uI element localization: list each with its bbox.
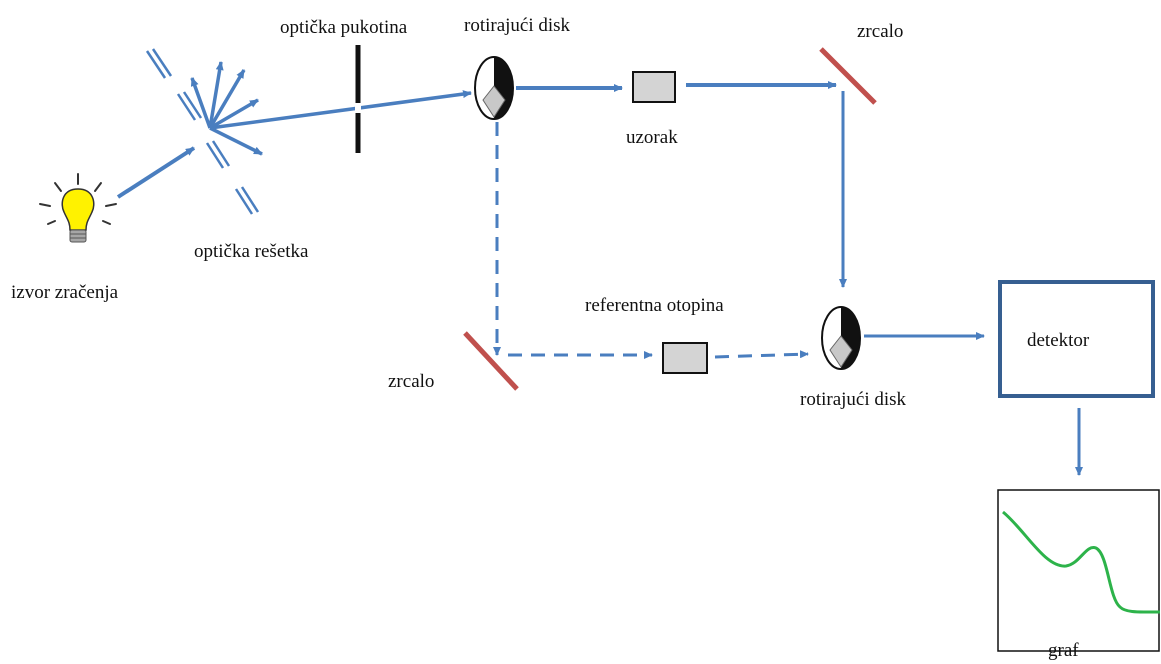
label-sample: uzorak (626, 127, 678, 148)
mirror-top (819, 47, 877, 105)
label-graph: graf (1048, 640, 1079, 661)
label-mirror-top: zrcalo (857, 21, 904, 42)
graph-curve (1002, 510, 1161, 614)
label-slit: optička pukotina (280, 17, 408, 38)
label-grating: optička rešetka (194, 241, 309, 262)
sample-cuvette (632, 71, 676, 103)
label-reference: referentna otopina (585, 295, 724, 316)
reference-beam-to-chopper (714, 350, 809, 359)
label-source: izvor zračenja (11, 282, 119, 303)
label-chopper-bottom: rotirajući disk (800, 389, 907, 410)
rotating-disk-top (474, 56, 514, 120)
detector-box (998, 280, 1155, 398)
light-bulb-icon (39, 173, 117, 243)
label-mirror-bottom: zrcalo (388, 371, 435, 392)
mirror-bottom (463, 331, 519, 391)
graph (997, 489, 1161, 652)
diffracted-rays (190, 61, 472, 156)
beam-source-to-grating (116, 146, 196, 199)
label-chopper-top: rotirajući disk (464, 15, 571, 36)
label-detector: detektor (1027, 330, 1090, 351)
reference-cuvette (662, 342, 708, 374)
rotating-disk-bottom (821, 306, 861, 370)
optical-grating (145, 48, 260, 215)
